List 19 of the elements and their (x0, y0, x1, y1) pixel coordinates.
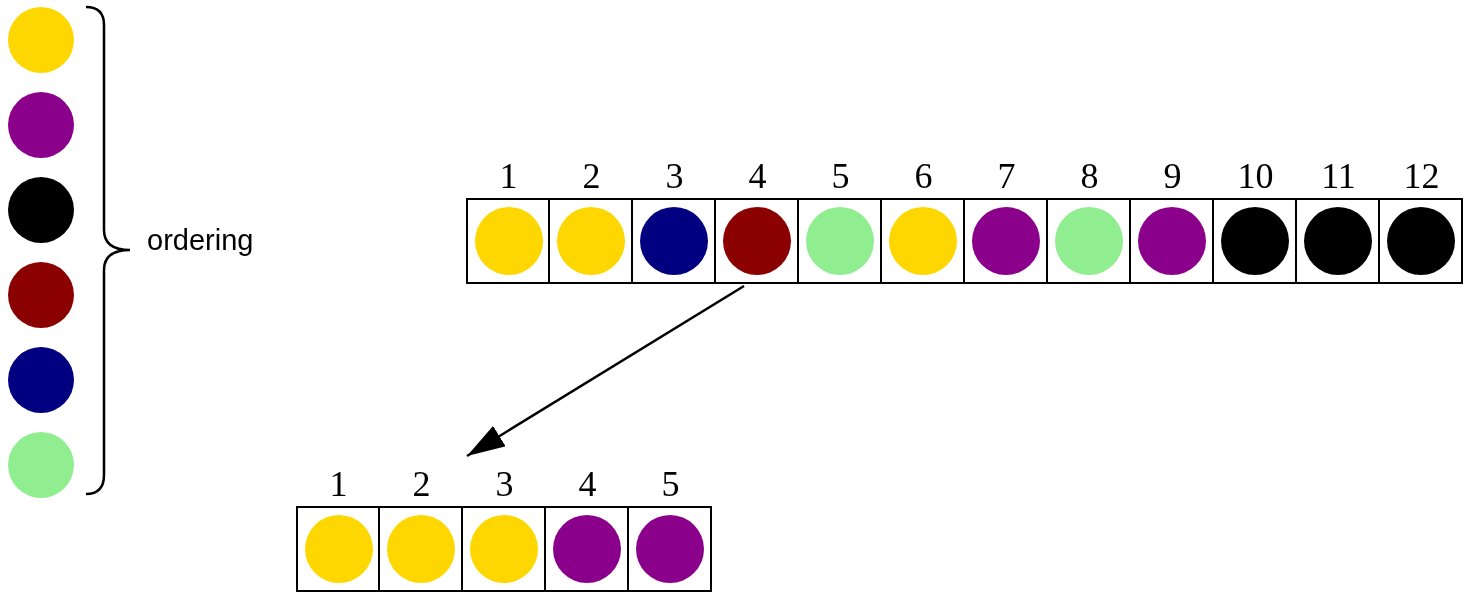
index-number: 5 (831, 155, 850, 198)
index-number: 6 (914, 155, 933, 198)
index-number: 10 (1237, 155, 1274, 198)
index-number: 2 (412, 463, 431, 506)
index-number: 4 (578, 463, 597, 506)
index-number: 7 (997, 155, 1016, 198)
index-number: 8 (1080, 155, 1099, 198)
arrow (466, 284, 745, 458)
index-number: 3 (495, 463, 514, 506)
index-number: 9 (1163, 155, 1182, 198)
index-number: 4 (748, 155, 767, 198)
index-number: 12 (1403, 155, 1440, 198)
index-number: 3 (665, 155, 684, 198)
index-number: 1 (499, 155, 518, 198)
index-number: 5 (661, 463, 680, 506)
ordering-label: ordering (147, 224, 254, 257)
index-number: 11 (1321, 155, 1356, 198)
index-number: 2 (582, 155, 601, 198)
index-number: 1 (329, 463, 348, 506)
